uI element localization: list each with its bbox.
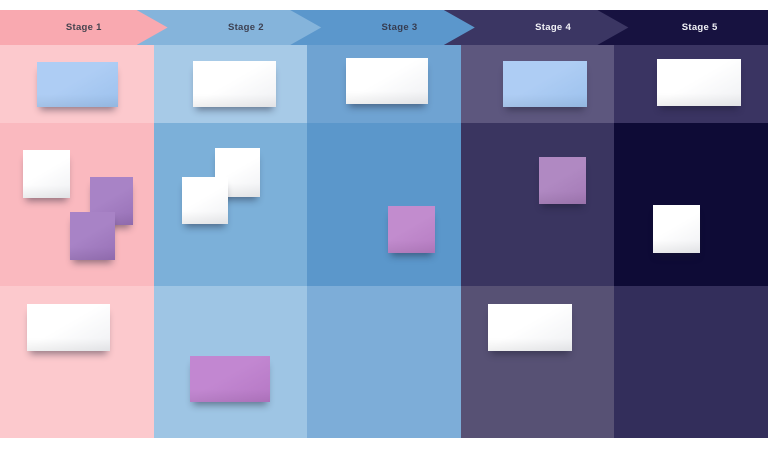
note-shading bbox=[657, 92, 741, 106]
note-shading bbox=[37, 94, 118, 107]
note-shading bbox=[190, 389, 270, 402]
sticky-note-orchid-s3-r2[interactable] bbox=[388, 206, 435, 253]
note-shading bbox=[27, 337, 110, 351]
note-shading bbox=[488, 337, 572, 351]
note-shading bbox=[503, 94, 587, 107]
cell-stage-5-row-2[interactable] bbox=[614, 123, 768, 286]
note-shading bbox=[653, 239, 700, 253]
sticky-note-blue-s4-r1[interactable] bbox=[503, 61, 587, 107]
sticky-note-violet-s2-r3[interactable] bbox=[190, 356, 270, 402]
sticky-note-white-s1-r2[interactable] bbox=[23, 150, 70, 198]
cell-stage-3-row-3[interactable] bbox=[307, 286, 461, 438]
column-stage-4 bbox=[460, 45, 615, 438]
note-shading bbox=[388, 239, 435, 253]
sticky-note-white-s5-r1[interactable] bbox=[657, 59, 741, 106]
note-shading bbox=[23, 184, 70, 198]
sticky-note-white-s1-r3[interactable] bbox=[27, 304, 110, 351]
stage-label-1: Stage 1 bbox=[65, 21, 102, 33]
stage-label-4: Stage 4 bbox=[535, 21, 572, 33]
sticky-note-white-s5-r2[interactable] bbox=[653, 205, 700, 253]
stage-label-2: Stage 2 bbox=[227, 21, 264, 33]
cell-stage-5-row-3[interactable] bbox=[614, 286, 768, 438]
column-stage-5 bbox=[614, 45, 768, 438]
sticky-note-purple-s1-r2[interactable] bbox=[70, 212, 115, 260]
cell-stage-3-row-2[interactable] bbox=[307, 123, 461, 286]
note-shading bbox=[182, 210, 228, 224]
sticky-note-mauve-s4-r2[interactable] bbox=[539, 157, 586, 204]
note-shading bbox=[346, 91, 428, 104]
stage-label-3: Stage 3 bbox=[381, 21, 418, 33]
note-shading bbox=[539, 190, 586, 204]
sticky-note-blue-s1-r1[interactable] bbox=[37, 62, 118, 107]
note-shading bbox=[193, 94, 276, 107]
sticky-note-white-s4-r3[interactable] bbox=[488, 304, 572, 351]
sticky-note-white-s2-r1[interactable] bbox=[193, 61, 276, 107]
sticky-note-white-s3-r1[interactable] bbox=[346, 58, 428, 104]
stage-label-5: Stage 5 bbox=[681, 21, 718, 33]
note-shading bbox=[70, 246, 115, 260]
column-stage-3 bbox=[307, 45, 461, 438]
sticky-note-white-s2-r2[interactable] bbox=[182, 177, 228, 224]
cell-stage-4-row-2[interactable] bbox=[460, 123, 615, 286]
